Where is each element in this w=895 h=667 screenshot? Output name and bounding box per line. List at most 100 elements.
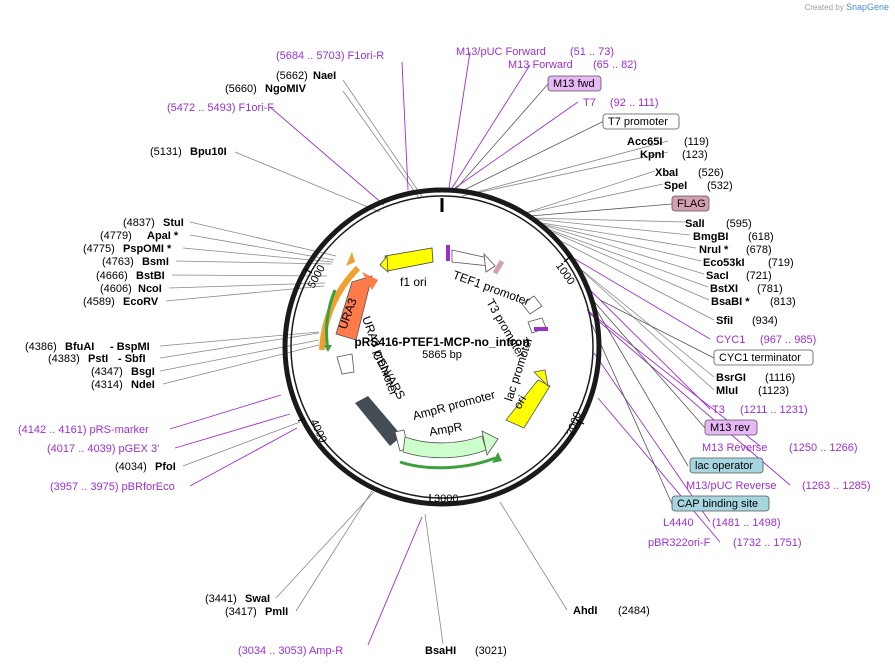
primer-m13puc-forward: M13/pUC Forward [456,46,546,58]
label-ura3-promoter: URA3 promoter [359,314,401,397]
m13-fwd-box [547,75,602,92]
enzyme-bsabi: BsaBI * [711,296,750,308]
primer-pbr322ori-f-pos: (1732 .. 1751) [733,537,802,549]
kpni-position: (123) [682,149,708,161]
box-leaders [454,83,715,505]
cap-box [671,495,770,512]
feature-lac-operator: lac operator [695,460,753,472]
enzyme-sali: SalI [685,218,705,230]
enzyme-sbfi: - SbfI [118,353,146,365]
primer-t3-pos: (1211 .. 1231) [740,404,808,416]
bsahi-position: (3021) [475,645,507,657]
enzyme-bmgbi: BmgBI [693,231,728,243]
enzyme-bpu10i: Bpu10I [190,146,227,158]
credit-prefix: Created by [804,3,844,12]
bsrgi-position: (1116) [765,372,795,384]
lac-operator-box [689,457,764,474]
primer-m13-rev: M13 rev [710,422,750,434]
enzyme-naei: NaeI [313,70,336,82]
primer-m13puc-reverse-pos: (1263 .. 1285) [802,480,871,492]
acc65i-position: (119) [684,136,709,148]
feature-cap-binding-site: CAP binding site [677,498,758,510]
spei-position: (532) [707,180,733,192]
saci-position: (721) [746,270,772,282]
enzyme-bstbi: BstBI [136,270,165,282]
enzyme-bsahi: BsaHI [425,645,456,657]
leader-lines [159,79,715,645]
label-ampr-promoter: AmpR promoter [411,387,496,422]
nrui-position: (678) [746,244,772,256]
naei-position: (5662) [276,70,308,82]
stui-position: (4837) [123,217,155,229]
enzyme-ngomiv: NgoMIV [265,83,307,95]
credit-brand: SnapGene [845,2,889,12]
sali-position: (595) [726,218,752,230]
eco53ki-position: (719) [768,257,794,269]
bstbi-position: (4666) [96,270,128,282]
feature-flag: FLAG [677,198,706,210]
mcs-primers [534,327,548,331]
label-f1-ori: f1 ori [400,275,427,289]
primer-t7: T7 [583,97,596,109]
cyc1-terminator-box [713,349,814,366]
ampr-feature [402,435,487,459]
ecorv-position: (4589) [83,296,115,308]
m13-rev-box [704,419,758,436]
cen-ars-feature [355,396,402,446]
enzyme-pfoi: PfoI [155,461,176,473]
pfoi-position: (4034) [115,461,147,473]
t7-promoter-box [602,113,680,130]
f1-strand-arc [319,265,361,351]
backbone-outer [282,187,602,507]
pspomi-position: (4775) [83,243,115,255]
backbone-inner [290,195,594,499]
flag-feature [492,259,505,275]
m13-primer-mark [446,245,450,261]
bstxi-position: (781) [757,283,783,295]
primer-l4440: L4440 [663,517,694,529]
primer-m13puc-forward-pos: (51 .. 73) [570,46,614,58]
enzyme-ahdi: AhdI [573,605,597,617]
enzyme-bsmi: BsmI [142,256,169,268]
enzyme-eco53ki: Eco53kI [703,257,745,269]
right-labels: M13/pUC Forward (51 .. 73) M13 Forward (… [456,46,871,549]
enzyme-xbai: XbaI [655,167,678,179]
plasmid-length: 5865 bp [422,349,462,361]
apai-position: (4779) [100,230,132,242]
flag-box [671,195,710,212]
primer-f1ori-r: (5684 .. 5703) F1ori-R [276,50,384,62]
primer-m13-fwd: M13 fwd [553,78,595,90]
bmgbi-position: (618) [748,231,774,243]
feature-cyc1-terminator: CYC1 terminator [719,352,801,364]
bsmi-position: (4763) [102,256,134,268]
enzyme-ndei: NdeI [131,379,155,391]
primer-leaders [169,51,791,646]
bfuai-position: (4386) [25,341,57,353]
primer-t7-pos: (92 .. 111) [610,97,659,109]
primer-m13puc-reverse: M13/pUC Reverse [686,480,776,492]
snapgene-credit: Created by SnapGene [805,2,889,12]
primer-m13-forward: M13 Forward [508,59,573,71]
mlui-position: (1123) [758,385,789,397]
enzyme-mlui: MluI [716,385,738,397]
primer-cyc1: CYC1 [716,334,745,346]
primer-m13-reverse: M13 Reverse [702,442,767,454]
primer-cyc1-pos: (967 .. 985) [760,334,816,346]
enzyme-sfii: SfiI [716,315,733,327]
f1-ori-feature [384,247,434,272]
bsgi-position: (4347) [91,366,123,378]
enzyme-pspomi: PspOMI * [123,243,172,255]
bsabi-position: (813) [770,296,796,308]
features [319,245,551,470]
tick-3000: 3000 [434,493,458,505]
label-ori: ori [510,393,529,412]
enzyme-bsgi: BsgI [131,366,155,378]
primer-l4440-pos: (1481 .. 1498) [712,517,781,529]
pmli-position: (3417) [225,606,257,618]
primer-pbr322ori-f: pBR322ori-F [648,537,711,549]
swai-position: (3441) [205,593,237,605]
xbai-position: (526) [698,167,724,179]
enzyme-saci: SacI [706,270,729,282]
primer-amp-r: (3034 .. 3053) Amp-R [238,645,343,657]
